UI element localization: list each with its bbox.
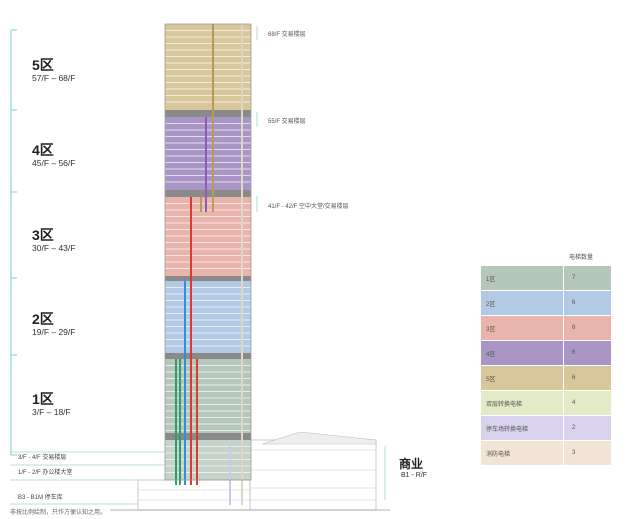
label-1f-2f: 1/F - 2/F 办公楼大堂 — [18, 470, 73, 476]
mechanical-floor — [165, 433, 251, 440]
tower-outline — [164, 23, 252, 481]
legend-label: 消防电梯 — [480, 440, 564, 466]
commercial-floors: B1 - R/F — [401, 472, 428, 479]
zone-2-name: 2区 — [32, 311, 54, 327]
legend-label: 双层转换电梯 — [480, 390, 564, 416]
legend-header-blank — [480, 246, 564, 266]
podium-roof — [261, 431, 377, 445]
callout-55f: 55/F 交易楼层 — [268, 119, 306, 125]
zone-1-band — [165, 359, 251, 433]
zone-4-name: 4区 — [32, 142, 54, 158]
zone-3-floors: 30/F – 43/F — [32, 243, 76, 253]
label-3f-4f: 3/F - 4/F 交易楼层 — [18, 455, 67, 461]
zone-5-name: 5区 — [32, 57, 54, 73]
zone-2-band — [165, 281, 251, 353]
mechanical-floor — [165, 276, 251, 281]
zone-bracket — [10, 29, 17, 456]
zone-2-floors: 19/F – 29/F — [32, 327, 76, 337]
legend-header-count: 电梯数量 — [563, 246, 612, 266]
zone-3-name: 3区 — [32, 227, 54, 243]
zone-3-band — [165, 197, 251, 276]
legend-label: 1区 — [480, 265, 564, 291]
podium — [110, 431, 390, 511]
legend-count: 4 — [563, 390, 612, 416]
legend-label: 2区 — [480, 290, 564, 316]
legend-count: 2 — [563, 415, 612, 441]
mechanical-floor — [165, 110, 251, 117]
zone-4-band — [165, 117, 251, 190]
legend-label: 停车场转换电梯 — [480, 415, 564, 441]
legend-count: 6 — [563, 365, 612, 391]
legend-count: 6 — [563, 340, 612, 366]
legend-count: 3 — [563, 440, 612, 466]
commercial-name: 商业 — [399, 457, 424, 471]
zone-1-floors: 3/F – 18/F — [32, 407, 71, 417]
tower — [164, 23, 252, 505]
legend-label: 5区 — [480, 365, 564, 391]
zone-5-floors: 57/F – 68/F — [32, 73, 76, 83]
legend-label: 3区 — [480, 315, 564, 341]
legend-count: 7 — [563, 265, 612, 291]
legend-count: 6 — [563, 315, 612, 341]
zone-4-floors: 45/F – 56/F — [32, 158, 76, 168]
label-b3-b1m: B3 - B1M 停车库 — [18, 495, 63, 501]
lower-floors-band — [165, 440, 251, 480]
mechanical-floor — [165, 190, 251, 197]
mechanical-floor — [165, 353, 251, 359]
podium-block — [249, 439, 377, 511]
callout-41f-42f: 41/F - 42/F 空中大堂/交易楼层 — [268, 204, 349, 210]
legend-count: 6 — [563, 290, 612, 316]
callout-68f: 68/F 交易楼层 — [268, 32, 306, 38]
footnote: 非按比例绘制，只作方便认知之用。 — [10, 510, 107, 516]
legend-label: 4区 — [480, 340, 564, 366]
base-block — [137, 479, 251, 511]
zone-1-name: 1区 — [32, 391, 54, 407]
callout-leaders — [10, 26, 386, 505]
legend-header-row: 电梯数量 — [480, 246, 612, 266]
